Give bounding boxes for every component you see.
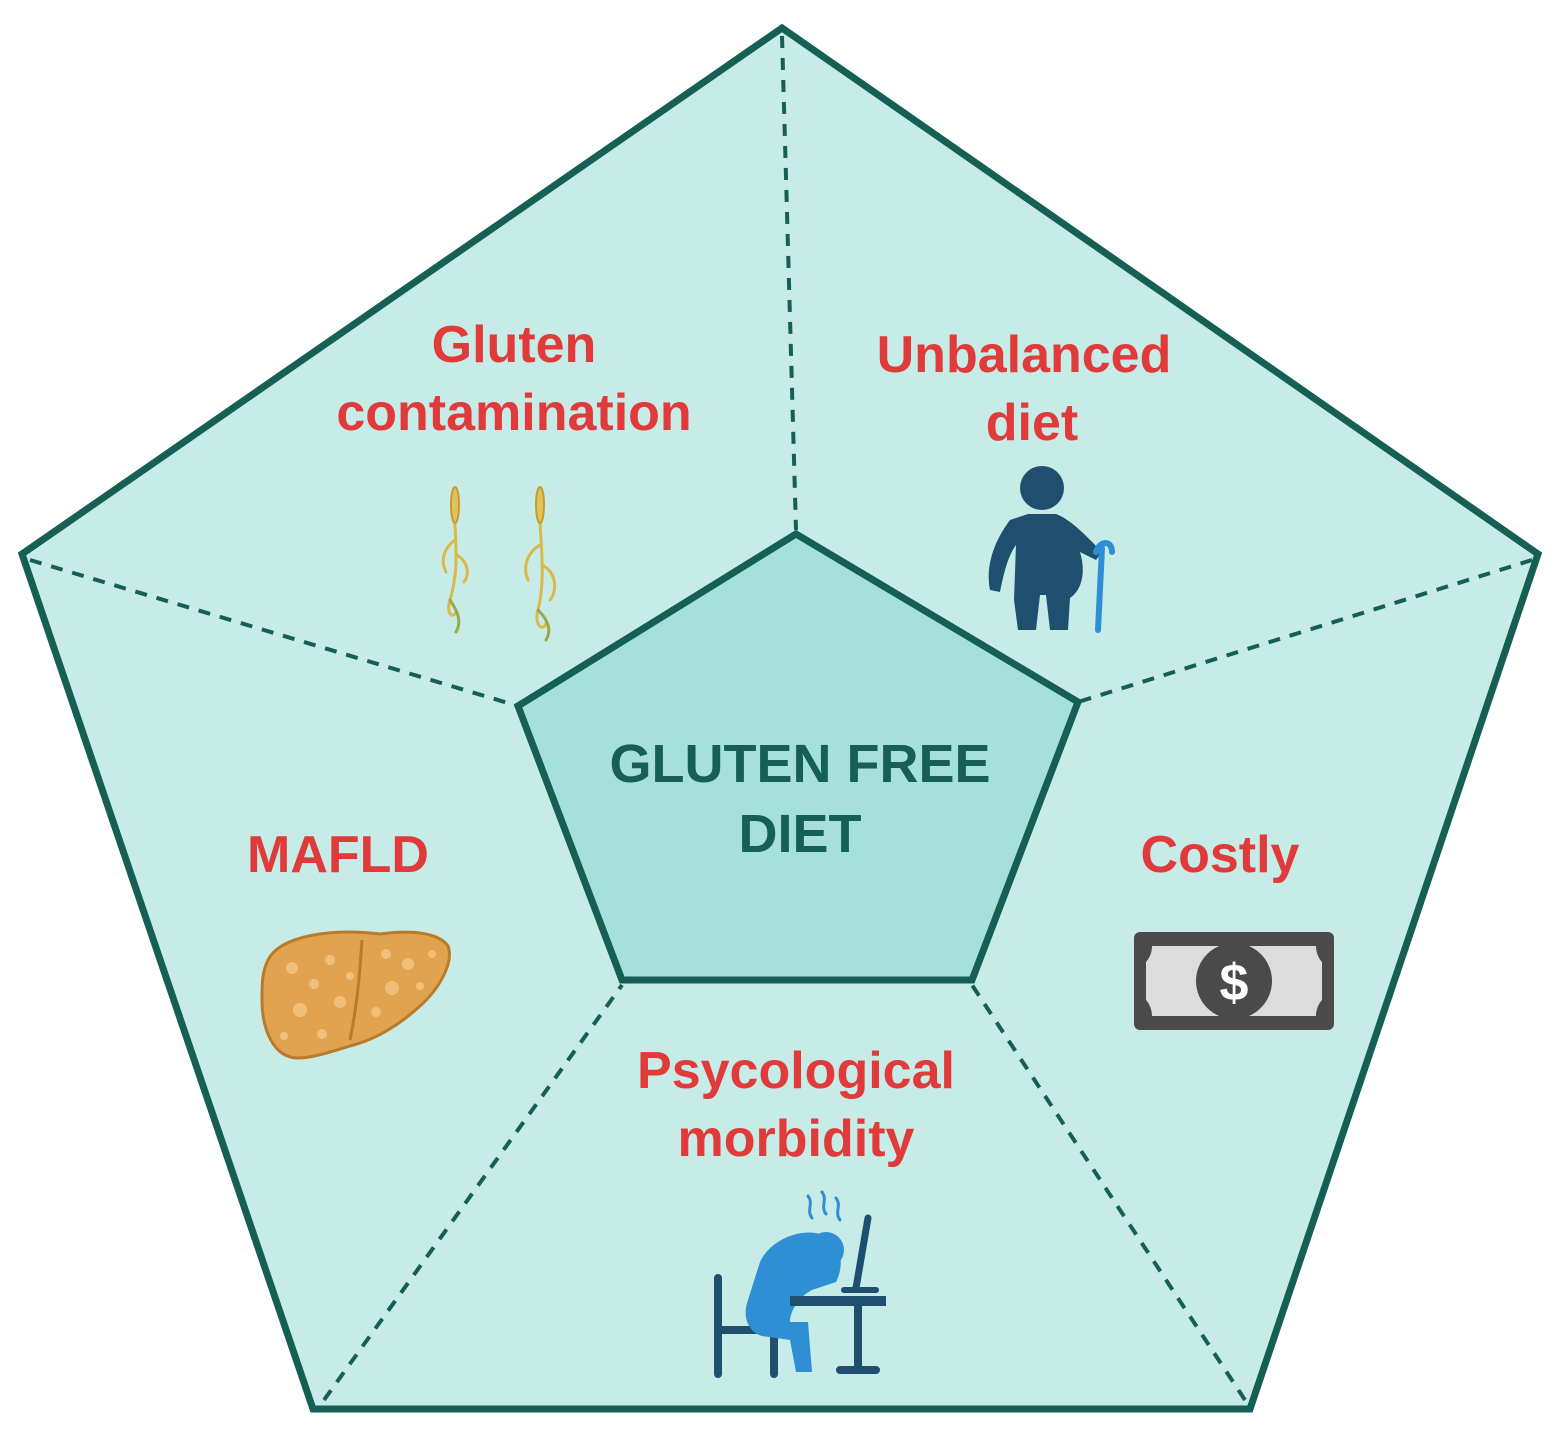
elderly-person-icon <box>988 466 1115 633</box>
gluten-label-line1: Gluten <box>432 316 597 374</box>
segment-costly: Costly $ <box>1134 826 1334 1030</box>
segment-unbalanced-diet: Unbalanced diet <box>877 326 1172 633</box>
mafld-label: MAFLD <box>247 826 429 884</box>
segment-psychological-morbidity: Psycological morbidity <box>637 1042 955 1378</box>
costly-label: Costly <box>1141 826 1300 884</box>
center-title-line1: GLUTEN FREE <box>609 734 990 794</box>
divider-bottom-right <box>970 983 1247 1402</box>
psychological-label-line2: morbidity <box>678 1110 915 1168</box>
money-icon: $ <box>1134 932 1334 1030</box>
psychological-label-line1: Psycological <box>637 1042 955 1100</box>
unbalanced-label-line1: Unbalanced <box>877 326 1172 384</box>
center-title-line2: DIET <box>738 804 861 864</box>
segment-gluten-contamination: Gluten contamination <box>336 316 692 642</box>
segment-dividers <box>29 35 1533 1402</box>
divider-left <box>29 558 519 708</box>
gluten-label-line2: contamination <box>336 384 691 442</box>
wheat-icon <box>441 486 557 642</box>
segment-mafld: MAFLD <box>247 826 451 1060</box>
unbalanced-label-line2: diet <box>986 394 1078 452</box>
inner-pentagon <box>513 529 1083 984</box>
dollar-sign: $ <box>1220 954 1249 1012</box>
divider-bottom-left <box>322 983 624 1402</box>
divider-right <box>1077 558 1533 704</box>
liver-icon <box>260 930 451 1060</box>
divider-top <box>780 35 798 531</box>
stressed-person-icon <box>714 1190 886 1378</box>
